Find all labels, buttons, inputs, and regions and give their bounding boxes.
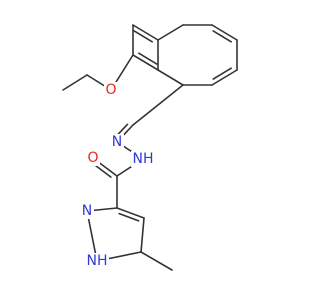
pyrazole-nh-atom: NH — [85, 253, 109, 269]
bond-n7-n10-second — [138, 52, 158, 65]
amide-nh-label: NH — [133, 151, 154, 167]
imine-nitrogen-label: N — [112, 134, 122, 150]
molecule-structure: O N NH O N NH — [62, 24, 238, 271]
bond-p4-p5 — [140, 217, 145, 253]
bond-n8-n9 — [132, 24, 159, 41]
amide-nh-atom: NH — [131, 151, 155, 167]
bond-p1-p2 — [86, 210, 98, 262]
pyrazole-nh-label: NH — [87, 253, 108, 269]
bond-p5-me — [140, 251, 173, 271]
pyrazole-n2-atom: N — [80, 203, 94, 219]
bond-n8-n1 — [157, 24, 184, 41]
pyrazole-n2-label: N — [82, 203, 92, 219]
bond-n4-n5-second — [212, 67, 232, 80]
bond-n4-n5 — [211, 69, 238, 86]
atom-label-layer: O N NH O N NH — [80, 82, 155, 269]
bond-e1-e2 — [62, 74, 88, 91]
carbonyl-oxygen-atom: O — [86, 150, 100, 166]
bond-p3-p4-second — [118, 212, 140, 222]
bond-p3-p4 — [116, 207, 145, 219]
ether-oxygen-atom: O — [104, 82, 118, 98]
bond-layer — [62, 24, 238, 271]
bond-cc-co-second — [92, 163, 112, 178]
carbonyl-oxygen-label: O — [87, 150, 98, 166]
bond-n2-n3-second — [212, 30, 232, 43]
imine-nitrogen-atom: N — [110, 134, 124, 150]
bond-n6-im — [132, 84, 184, 126]
bond-n2-n3 — [211, 24, 238, 41]
ether-oxygen-label: O — [105, 82, 116, 98]
bond-n7-n10 — [132, 54, 159, 71]
bond-n8-n9-second — [133, 30, 153, 43]
